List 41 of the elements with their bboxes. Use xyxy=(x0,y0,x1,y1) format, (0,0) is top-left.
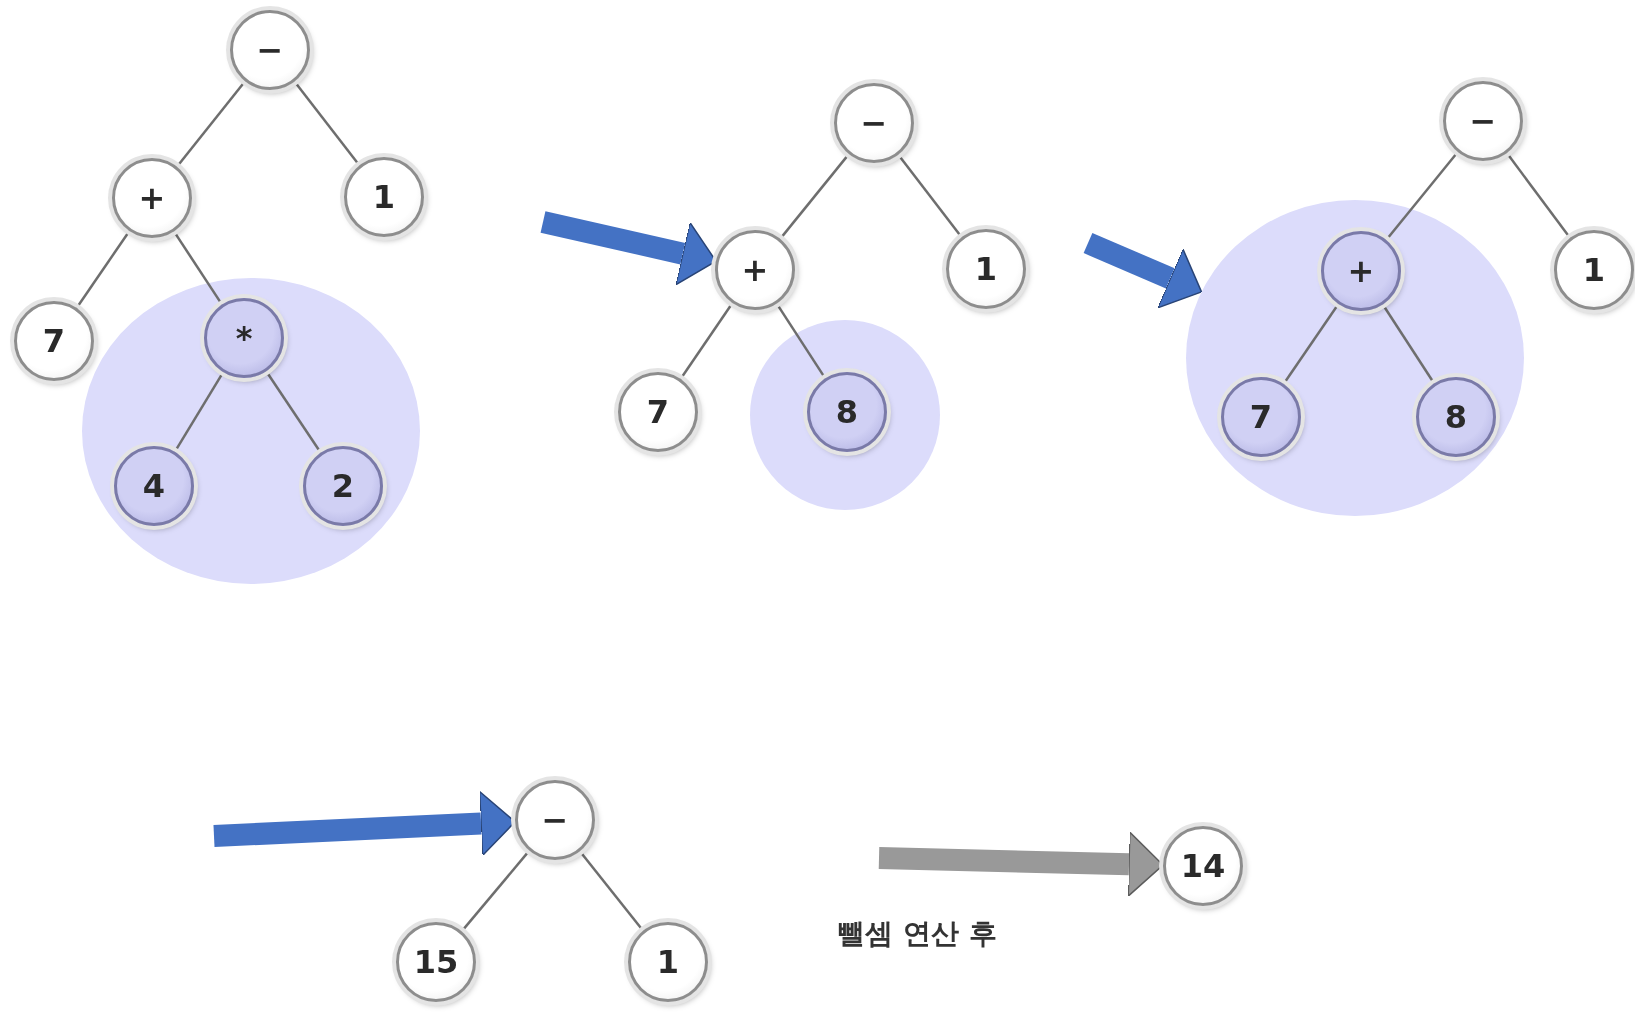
node-value: 1 xyxy=(372,178,396,216)
node-value: 15 xyxy=(413,943,459,981)
node-value: − xyxy=(256,31,284,69)
node-value: 7 xyxy=(646,393,670,431)
node-value: − xyxy=(860,104,888,142)
tree-node xyxy=(114,446,194,526)
node-value: 1 xyxy=(974,250,998,288)
node-value: 7 xyxy=(42,322,66,360)
node-value: * xyxy=(235,319,253,357)
node-value: 7 xyxy=(1249,398,1273,436)
node-value: 2 xyxy=(331,467,355,505)
node-value: 1 xyxy=(656,943,680,981)
tree-node xyxy=(1416,377,1496,457)
tree-node xyxy=(807,372,887,452)
node-value: + xyxy=(1347,252,1375,290)
node-value: 4 xyxy=(142,467,166,505)
tree-node xyxy=(1163,826,1243,906)
node-value: 14 xyxy=(1180,847,1226,885)
tree-node xyxy=(515,780,595,860)
tree-node xyxy=(1321,231,1401,311)
tree-node xyxy=(344,157,424,237)
node-value: 8 xyxy=(835,393,859,431)
node-value: 1 xyxy=(1582,251,1606,289)
node-value: − xyxy=(541,801,569,839)
node-value: + xyxy=(741,251,769,289)
tree-node xyxy=(618,372,698,452)
tree-node xyxy=(396,922,476,1002)
node-value: − xyxy=(1469,102,1497,140)
tree-node xyxy=(230,10,310,90)
tree-node xyxy=(834,83,914,163)
tree-node xyxy=(14,301,94,381)
block-arrow xyxy=(1083,232,1203,309)
node-value: 8 xyxy=(1444,398,1468,436)
tree-node xyxy=(628,922,708,1002)
tree-node xyxy=(204,298,284,378)
tree-node xyxy=(112,158,192,238)
tree-node xyxy=(946,229,1026,309)
tree-node xyxy=(1554,230,1634,310)
node-value: + xyxy=(138,179,166,217)
tree-node xyxy=(303,446,383,526)
tree-node xyxy=(1443,81,1523,161)
